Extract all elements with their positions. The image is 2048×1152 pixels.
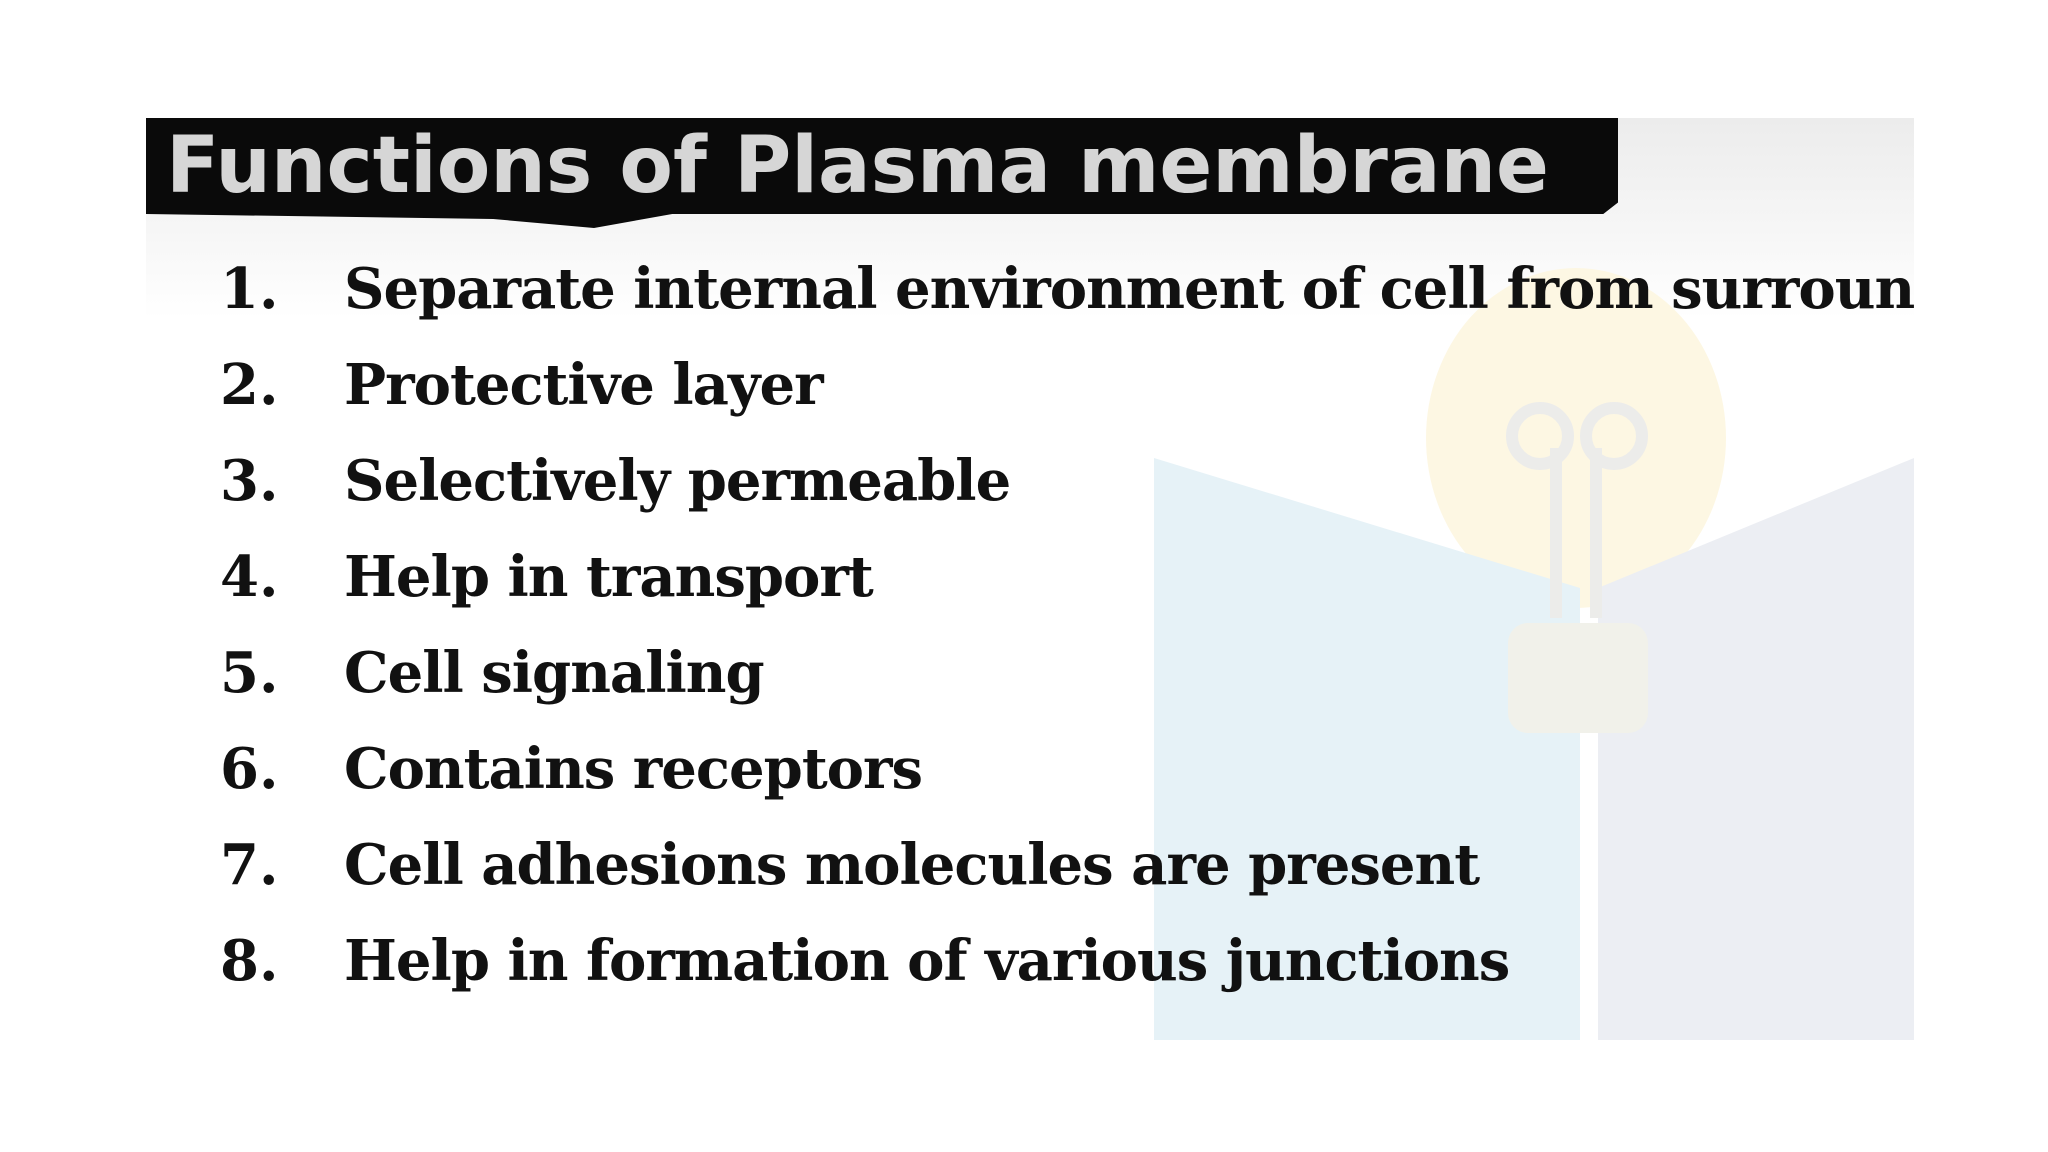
item-text: Contains receptors xyxy=(344,736,923,802)
item-text: Help in transport xyxy=(344,544,874,610)
item-text: Protective layer xyxy=(344,352,824,418)
item-number: 1. xyxy=(220,256,279,322)
item-number: 7. xyxy=(220,832,279,898)
slide-title: Functions of Plasma membrane xyxy=(166,121,1549,211)
item-text: Separate internal environment of cell fr… xyxy=(344,256,1914,322)
list-item: 1. Separate internal environment of cell… xyxy=(220,256,1914,352)
title-bar: Functions of Plasma membrane xyxy=(146,118,1618,214)
item-number: 5. xyxy=(220,640,279,706)
list-item: 6. Contains receptors xyxy=(220,736,1914,832)
list-item: 4. Help in transport xyxy=(220,544,1914,640)
item-number: 3. xyxy=(220,448,279,514)
item-number: 6. xyxy=(220,736,279,802)
list-item: 5. Cell signaling xyxy=(220,640,1914,736)
item-number: 2. xyxy=(220,352,279,418)
item-text: Selectively permeable xyxy=(344,448,1011,514)
item-text: Cell adhesions molecules are present xyxy=(344,832,1480,898)
list-item: 7. Cell adhesions molecules are present xyxy=(220,832,1914,928)
lightbulb-book-icon xyxy=(1154,268,1914,1040)
functions-list: 1. Separate internal environment of cell… xyxy=(220,256,1914,1024)
item-number: 4. xyxy=(220,544,279,610)
item-text: Cell signaling xyxy=(344,640,765,706)
slide: Functions of Plasma membrane 1. Separate… xyxy=(146,118,1914,1040)
list-item: 2. Protective layer xyxy=(220,352,1914,448)
item-text: Help in formation of various junctions xyxy=(344,928,1510,994)
list-item: 8. Help in formation of various junction… xyxy=(220,928,1914,1024)
item-number: 8. xyxy=(220,928,279,994)
list-item: 3. Selectively permeable xyxy=(220,448,1914,544)
